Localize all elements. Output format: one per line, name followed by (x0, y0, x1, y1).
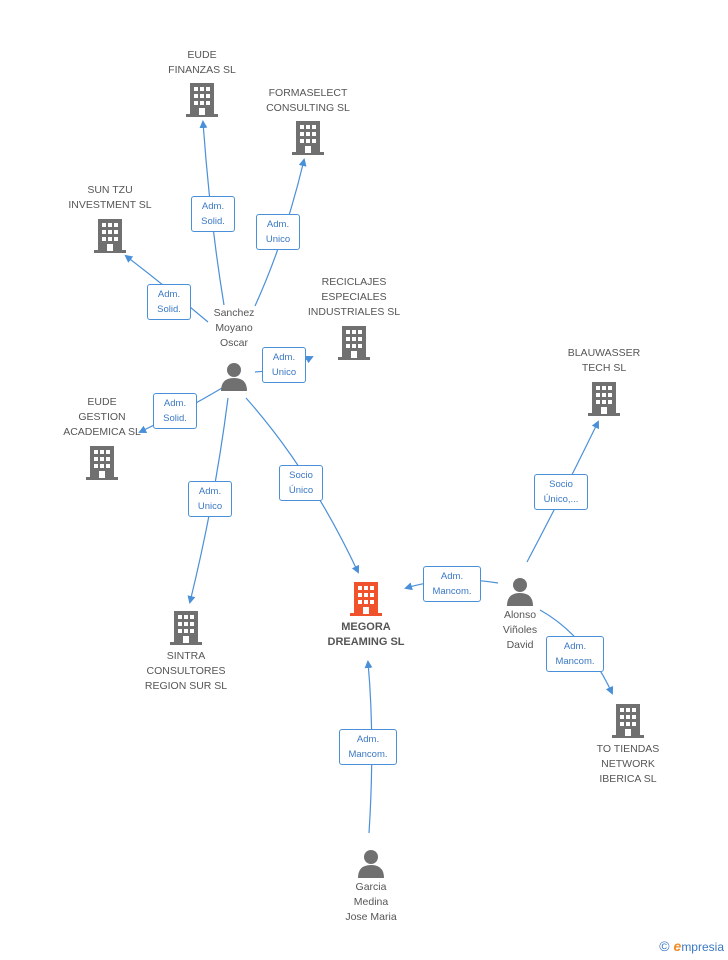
edge-label-alonso-megora[interactable]: Adm. Mancom. (423, 566, 481, 602)
node-sintra[interactable]: SINTRA CONSULTORES REGION SUR SL (132, 609, 240, 694)
node-formaselect[interactable]: FORMASELECT CONSULTING SL (250, 86, 366, 155)
company-label: FORMASELECT CONSULTING SL (266, 87, 350, 114)
building-icon (170, 611, 202, 645)
person-label: Alonso Viñoles David (502, 609, 538, 651)
node-sun-tzu[interactable]: SUN TZU INVESTMENT SL (58, 183, 162, 253)
edge-label-garcia-megora[interactable]: Adm. Mancom. (339, 729, 397, 765)
brand-initial: e (673, 938, 682, 954)
building-icon (338, 326, 370, 360)
person-icon (358, 850, 384, 878)
copyright-icon: © (659, 938, 670, 954)
node-sanchez[interactable]: Sanchez Moyano Oscar (194, 306, 274, 391)
brand-name: mpresia (681, 940, 724, 954)
company-label: EUDE GESTION ACADEMICA SL (63, 396, 141, 438)
node-reciclajes[interactable]: RECICLAJES ESPECIALES INDUSTRIALES SL (298, 275, 410, 360)
edge-label-sanchez-reciclajes[interactable]: Adm. Unico (262, 347, 306, 383)
building-icon (94, 219, 126, 253)
company-label: BLAUWASSER TECH SL (567, 347, 641, 374)
node-garcia[interactable]: Garcia Medina Jose Maria (326, 848, 416, 925)
person-label: Sanchez Moyano Oscar (213, 307, 255, 349)
edge-label-alonso-to-tiendas[interactable]: Adm. Mancom. (546, 636, 604, 672)
edge-label-sanchez-eude-finanzas[interactable]: Adm. Solid. (191, 196, 235, 232)
company-label: SINTRA CONSULTORES REGION SUR SL (144, 650, 228, 692)
node-alonso[interactable]: Alonso Viñoles David (480, 576, 560, 653)
node-blauwasser[interactable]: BLAUWASSER TECH SL (554, 346, 654, 416)
company-label: EUDE FINANZAS SL (168, 49, 236, 76)
company-label: TO TIENDAS NETWORK IBERICA SL (596, 743, 660, 785)
person-label: Garcia Medina Jose Maria (345, 881, 397, 923)
edge-label-sanchez-megora[interactable]: Socio Único (279, 465, 323, 501)
person-icon (507, 578, 533, 606)
edge-label-sanchez-eude-gestion[interactable]: Adm. Solid. (153, 393, 197, 429)
node-eude-gestion[interactable]: EUDE GESTION ACADEMICA SL (50, 395, 154, 480)
company-label: RECICLAJES ESPECIALES INDUSTRIALES SL (307, 276, 401, 318)
building-icon (86, 446, 118, 480)
node-eude-finanzas[interactable]: EUDE FINANZAS SL (150, 48, 254, 117)
company-label: SUN TZU INVESTMENT SL (68, 184, 152, 211)
building-icon (350, 582, 382, 616)
person-icon (221, 363, 247, 391)
node-megora[interactable]: MEGORA DREAMING SL (314, 580, 418, 650)
building-icon (588, 382, 620, 416)
node-to-tiendas[interactable]: TO TIENDAS NETWORK IBERICA SL (576, 702, 680, 787)
edge-label-alonso-blauwasser[interactable]: Socio Único,... (534, 474, 588, 510)
edge-label-sanchez-sintra[interactable]: Adm. Unico (188, 481, 232, 517)
building-icon (292, 121, 324, 155)
brand-logo: © empresia (659, 938, 724, 954)
company-label: MEGORA DREAMING SL (327, 621, 405, 648)
edge-label-sanchez-sun-tzu[interactable]: Adm. Solid. (147, 284, 191, 320)
building-icon (612, 704, 644, 738)
edge-label-sanchez-formaselect[interactable]: Adm. Unico (256, 214, 300, 250)
building-icon (186, 83, 218, 117)
